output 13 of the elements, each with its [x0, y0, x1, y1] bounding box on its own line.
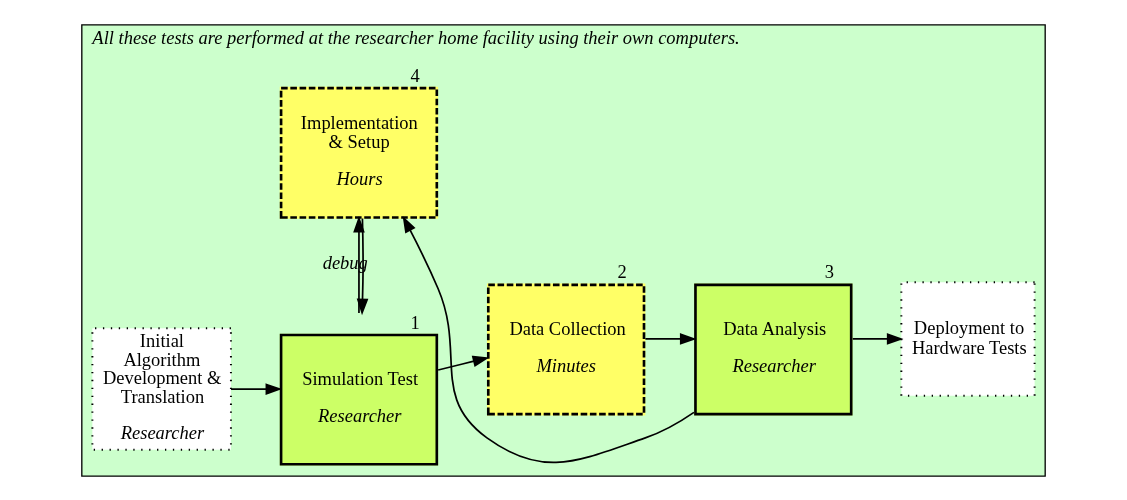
arrow	[437, 355, 490, 371]
arrow	[230, 382, 283, 395]
arrow	[356, 217, 369, 315]
node-label: 4	[410, 65, 420, 86]
arrow	[644, 332, 697, 345]
node-box: Initial Algorithm Development & Translation Researcher	[91, 326, 232, 451]
arrow	[851, 332, 904, 345]
node-label: 2	[617, 261, 627, 282]
node-box: Deployment to Hardware Tests	[900, 280, 1036, 397]
node-label: 3	[824, 261, 835, 282]
arrow	[353, 215, 365, 314]
node-label: 1	[410, 312, 420, 333]
arrow	[402, 215, 695, 463]
